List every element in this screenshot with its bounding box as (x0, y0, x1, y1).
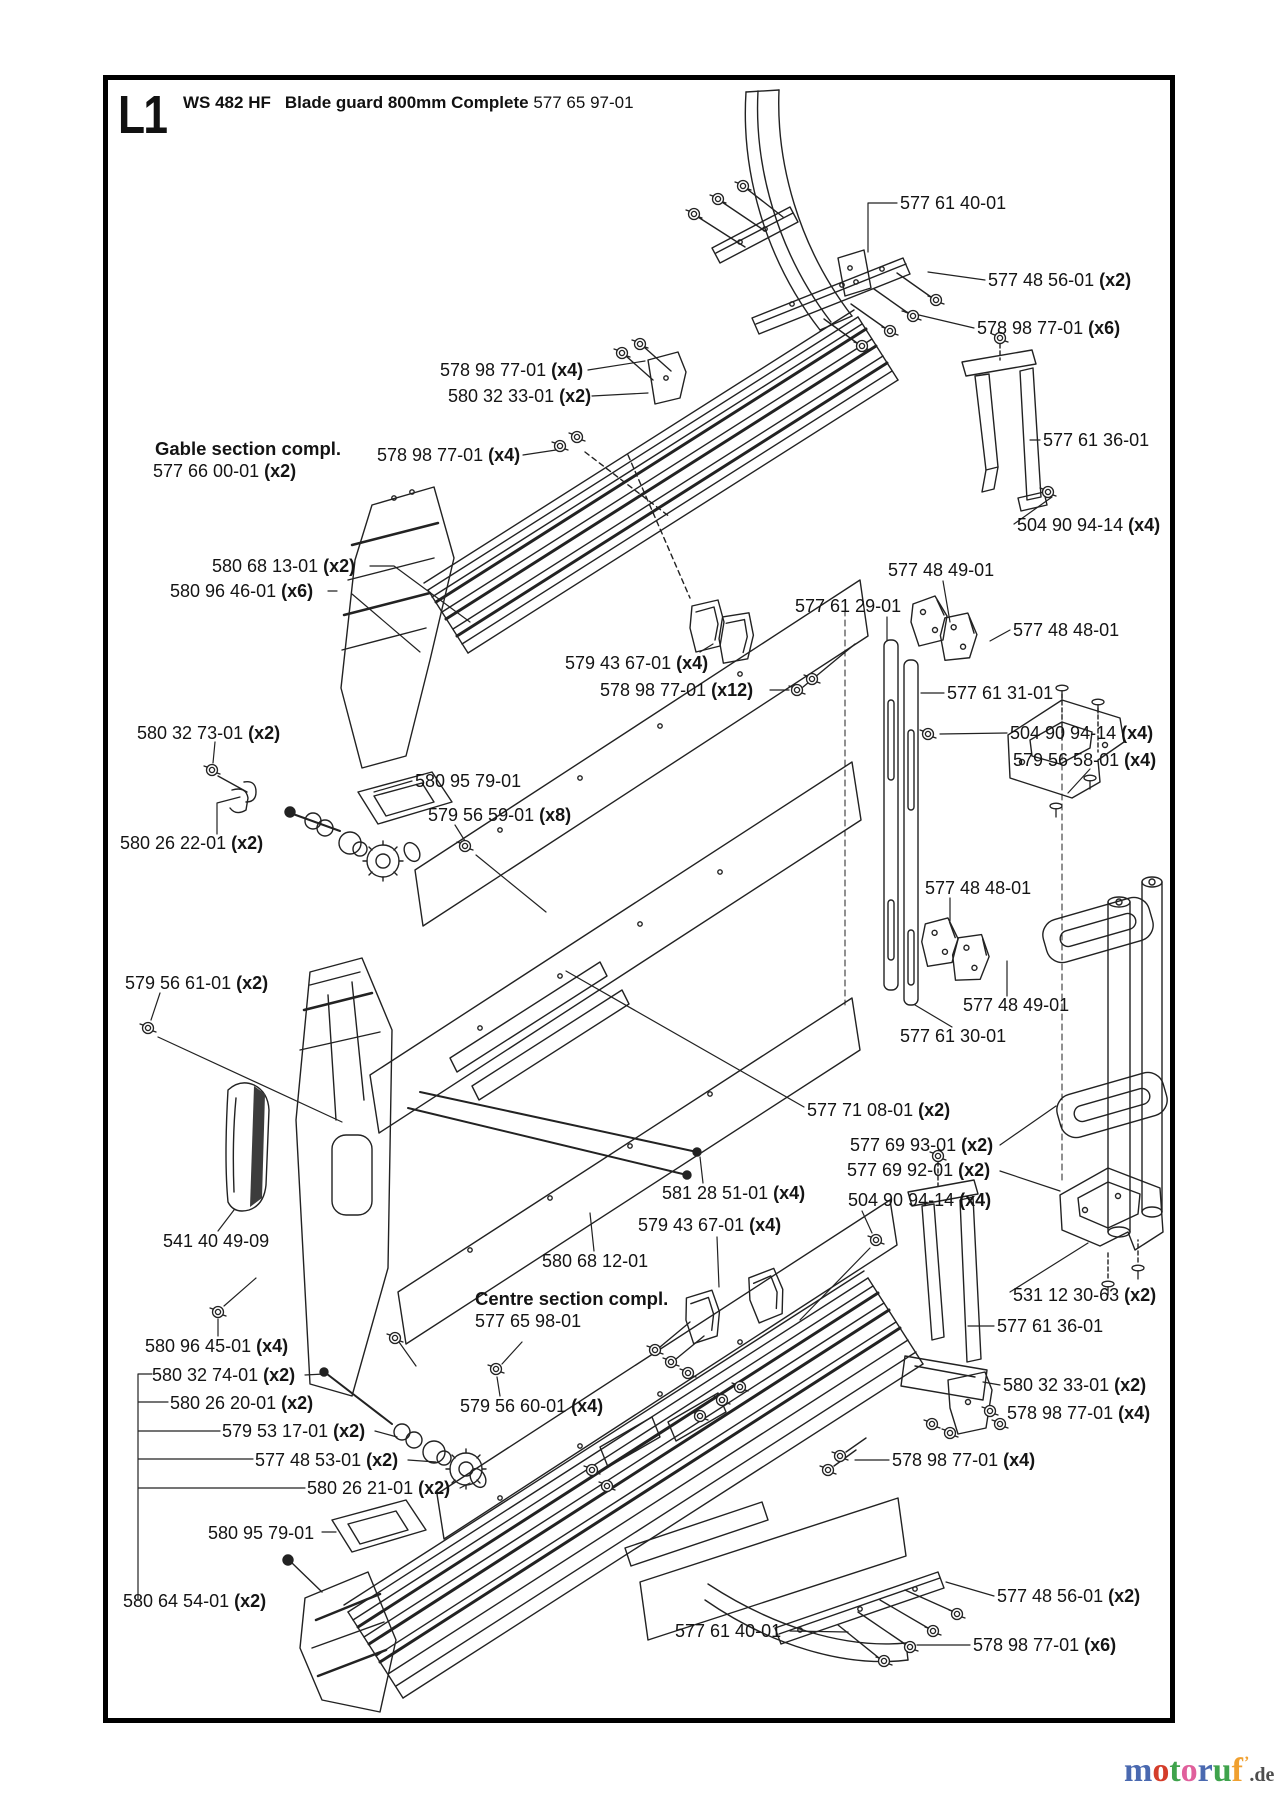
guard-sheet-middle (369, 761, 862, 1134)
part-label: 580 26 21-01 (x2) (307, 1478, 451, 1498)
watermark-letter: o (1180, 1752, 1198, 1789)
part-label: 577 61 36-01 (1043, 430, 1150, 450)
ring-handles (1042, 713, 1168, 1181)
part-label: 580 68 12-01 (542, 1251, 649, 1271)
part-label: 581 28 51-01 (x4) (662, 1183, 806, 1203)
part-label: 577 61 40-01 (900, 193, 1007, 213)
watermark-letter: o (1152, 1752, 1170, 1789)
guard-sheet-lower (397, 997, 861, 1345)
guard-sheet-upper (414, 579, 869, 927)
part-label: 577 61 36-01 (997, 1316, 1104, 1336)
watermark-letter: u (1212, 1752, 1232, 1789)
part-label: 579 56 61-01 (x2) (125, 973, 269, 993)
box-brackets (659, 599, 856, 1360)
part-label: 504 90 94-14 (x4) (848, 1190, 992, 1210)
part-label: 578 98 77-01 (x6) (973, 1635, 1117, 1655)
upper-rail (423, 309, 899, 654)
part-label: 577 69 92-01 (x2) (847, 1160, 991, 1180)
part-label: 577 48 56-01 (x2) (997, 1586, 1141, 1606)
leader-lines (137, 202, 1091, 1646)
handle (225, 1082, 270, 1212)
part-label: 580 96 46-01 (x6) (170, 581, 314, 601)
top-mount-bars (697, 188, 932, 344)
lower-rail (343, 1270, 924, 1699)
part-label: 577 48 53-01 (x2) (255, 1450, 399, 1470)
watermark-letter: f (1231, 1752, 1243, 1789)
part-label: 577 48 56-01 (x2) (988, 270, 1132, 290)
part-label: 579 56 60-01 (x4) (460, 1396, 604, 1416)
part-label: 578 98 77-01 (x4) (1007, 1403, 1151, 1423)
assembly-title: Blade guard 800mm Complete (284, 93, 529, 112)
part-label: 580 68 13-01 (x2) (212, 556, 356, 576)
part-label: 504 90 94-14 (x4) (1010, 723, 1154, 743)
watermark-letter: r (1197, 1752, 1213, 1789)
part-label: 577 61 31-01 (947, 683, 1054, 703)
watermark-letter: t (1169, 1752, 1181, 1789)
part-label: 577 61 40-01 (675, 1621, 782, 1641)
part-label: 580 96 45-01 (x4) (145, 1336, 289, 1356)
part-label: 577 61 30-01 (900, 1026, 1007, 1046)
part-label: 504 90 94-14 (x4) (1017, 515, 1161, 535)
part-label: 577 69 93-01 (x2) (850, 1135, 994, 1155)
adjuster-lower (319, 1367, 487, 1490)
upper-rail-screws (584, 346, 691, 599)
part-label: 578 98 77-01 (x4) (892, 1450, 1036, 1470)
part-label: 580 95 79-01 (208, 1523, 315, 1543)
part-label: 577 48 48-01 (1013, 620, 1120, 640)
part-label: 580 32 33-01 (x2) (448, 386, 592, 406)
part-label: 577 48 48-01 (925, 878, 1032, 898)
assembly-part-number: 577 65 97-01 (533, 93, 634, 112)
part-label: 579 56 58-01 (x4) (1013, 750, 1157, 770)
part-label: 577 71 08-01 (x2) (807, 1100, 951, 1120)
hook-brackets (910, 595, 994, 987)
lower-v-bracket (900, 1161, 993, 1435)
part-label: 580 32 33-01 (x2) (1003, 1375, 1147, 1395)
slide-strips (844, 599, 919, 1006)
part-label: 580 32 74-01 (x2) (152, 1365, 296, 1385)
page-code: L1 (118, 85, 168, 145)
clamp-bracket-lower (1059, 1167, 1164, 1279)
section-title: Gable section compl. (155, 438, 342, 459)
clamp-bracket-upper (1007, 693, 1125, 799)
part-label: 577 48 49-01 (963, 995, 1070, 1015)
part-label: 580 64 54-01 (x2) (123, 1591, 267, 1611)
part-label: 577 48 49-01 (888, 560, 995, 580)
part-label: 579 53 17-01 (x2) (222, 1421, 366, 1441)
guide-tubes (1107, 876, 1163, 1238)
part-label: 580 26 20-01 (x2) (170, 1393, 314, 1413)
upper-v-bracket (961, 343, 1048, 512)
part-label: 578 98 77-01 (x4) (440, 360, 584, 380)
long-bolts (407, 1091, 702, 1180)
lower-gable-cap (282, 1554, 397, 1713)
lower-gable-post (295, 957, 393, 1397)
foot-plate-lower (331, 1499, 427, 1553)
top-support-arm (744, 89, 872, 331)
part-label: 577 61 29-01 (795, 596, 902, 616)
part-label: 577 65 98-01 (475, 1311, 582, 1331)
part-label: 579 43 67-01 (x4) (638, 1215, 782, 1235)
part-label: 580 26 22-01 (x2) (120, 833, 264, 853)
part-label: 579 56 59-01 (x8) (428, 805, 572, 825)
section-title: Centre section compl. (475, 1288, 669, 1309)
watermark-suffix: .de (1249, 1764, 1275, 1786)
part-label: 580 95 79-01 (415, 771, 522, 791)
part-label: 579 43 67-01 (x4) (565, 653, 709, 673)
part-label: 578 98 77-01 (x6) (977, 318, 1121, 338)
upper-gable-cap (340, 486, 455, 769)
part-label: 578 98 77-01 (x12) (600, 680, 754, 700)
page-title: WS 482 HF Blade guard 800mm Complete 577 … (183, 93, 634, 113)
channel-strips (449, 961, 630, 1101)
part-label: 541 40 49-09 (163, 1231, 270, 1251)
part-label: 580 32 73-01 (x2) (137, 723, 281, 743)
part-label: 577 66 00-01 (x2) (153, 461, 297, 481)
adjuster-upper (217, 775, 421, 882)
part-label: 578 98 77-01 (x4) (377, 445, 521, 465)
watermark-letter: m (1124, 1752, 1153, 1789)
watermark-tick: ’ (1244, 1754, 1250, 1771)
part-label: 531 12 30-63 (x2) (1013, 1285, 1157, 1305)
watermark-logo: motoruf’.de (1124, 1752, 1274, 1790)
centre-top-sheet (436, 1199, 898, 1540)
model-name: WS 482 HF (183, 93, 271, 112)
